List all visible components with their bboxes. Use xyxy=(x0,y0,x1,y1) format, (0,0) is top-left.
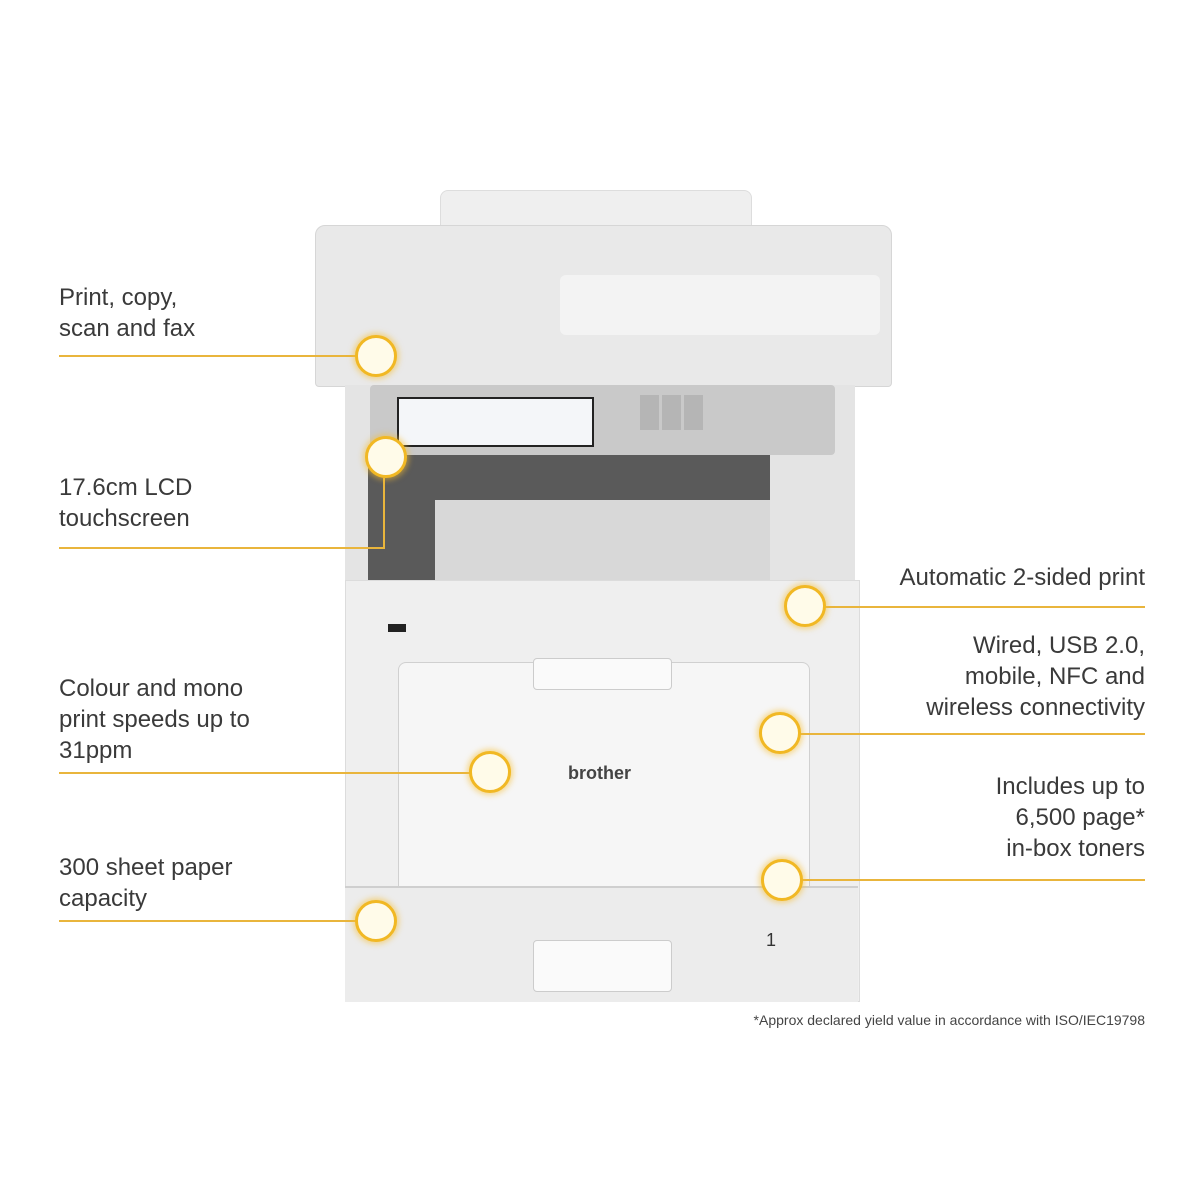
feature-text: 300 sheet paper xyxy=(59,854,233,881)
feature-connectivity: Wired, USB 2.0, mobile, NFC and wireless… xyxy=(926,630,1145,723)
feature-text: capacity xyxy=(59,885,148,912)
callout-dot xyxy=(784,585,826,627)
callout-line xyxy=(801,879,1145,881)
feature-text: Colour and mono xyxy=(59,675,244,702)
door-handle xyxy=(533,658,672,690)
keypad xyxy=(640,395,705,430)
feature-duplex: Automatic 2-sided print xyxy=(900,562,1145,593)
feature-text: mobile, NFC and xyxy=(964,663,1145,690)
feature-paper-capacity: 300 sheet paper capacity xyxy=(59,852,232,914)
callout-dot xyxy=(355,335,397,377)
feature-lcd-touchscreen: 17.6cm LCD touchscreen xyxy=(59,472,192,534)
tray-number: 1 xyxy=(766,930,777,950)
tray-handle xyxy=(533,940,672,992)
callout-dot xyxy=(355,900,397,942)
feature-text: 6,500 page* xyxy=(1015,804,1145,831)
output-tray-floor xyxy=(435,500,770,580)
callout-line xyxy=(383,478,385,549)
callout-dot xyxy=(759,712,801,754)
feeder-output xyxy=(560,275,880,335)
feature-text: Automatic 2-sided print xyxy=(899,564,1145,591)
footnote: *Approx declared yield value in accordan… xyxy=(753,1012,1145,1028)
feature-text: Print, copy, xyxy=(59,284,178,311)
callout-dot xyxy=(469,751,511,793)
feature-toners: Includes up to 6,500 page* in-box toners xyxy=(996,771,1145,864)
callout-line xyxy=(799,733,1145,735)
feature-text: Wired, USB 2.0, xyxy=(972,632,1145,659)
callout-dot xyxy=(761,859,803,901)
callout-line xyxy=(59,772,472,774)
callout-line xyxy=(59,920,359,922)
lcd-touchscreen xyxy=(397,397,594,447)
feature-text: scan and fax xyxy=(59,315,196,342)
brand-logo: brother xyxy=(568,763,631,783)
callout-line xyxy=(824,606,1145,608)
feature-text: wireless connectivity xyxy=(926,694,1145,721)
feature-text: 17.6cm LCD xyxy=(59,474,193,501)
usb-port xyxy=(388,624,406,632)
feature-text: print speeds up to xyxy=(59,706,250,733)
feature-text: 31ppm xyxy=(59,737,133,764)
callout-line xyxy=(59,355,359,357)
feature-text: in-box toners xyxy=(1006,835,1145,862)
feature-print-copy-scan-fax: Print, copy, scan and fax xyxy=(59,282,195,344)
callout-dot xyxy=(365,436,407,478)
feature-text: touchscreen xyxy=(59,505,190,532)
feature-text: Includes up to xyxy=(995,773,1145,800)
callout-line xyxy=(59,547,385,549)
feature-print-speed: Colour and mono print speeds up to 31ppm xyxy=(59,673,250,766)
